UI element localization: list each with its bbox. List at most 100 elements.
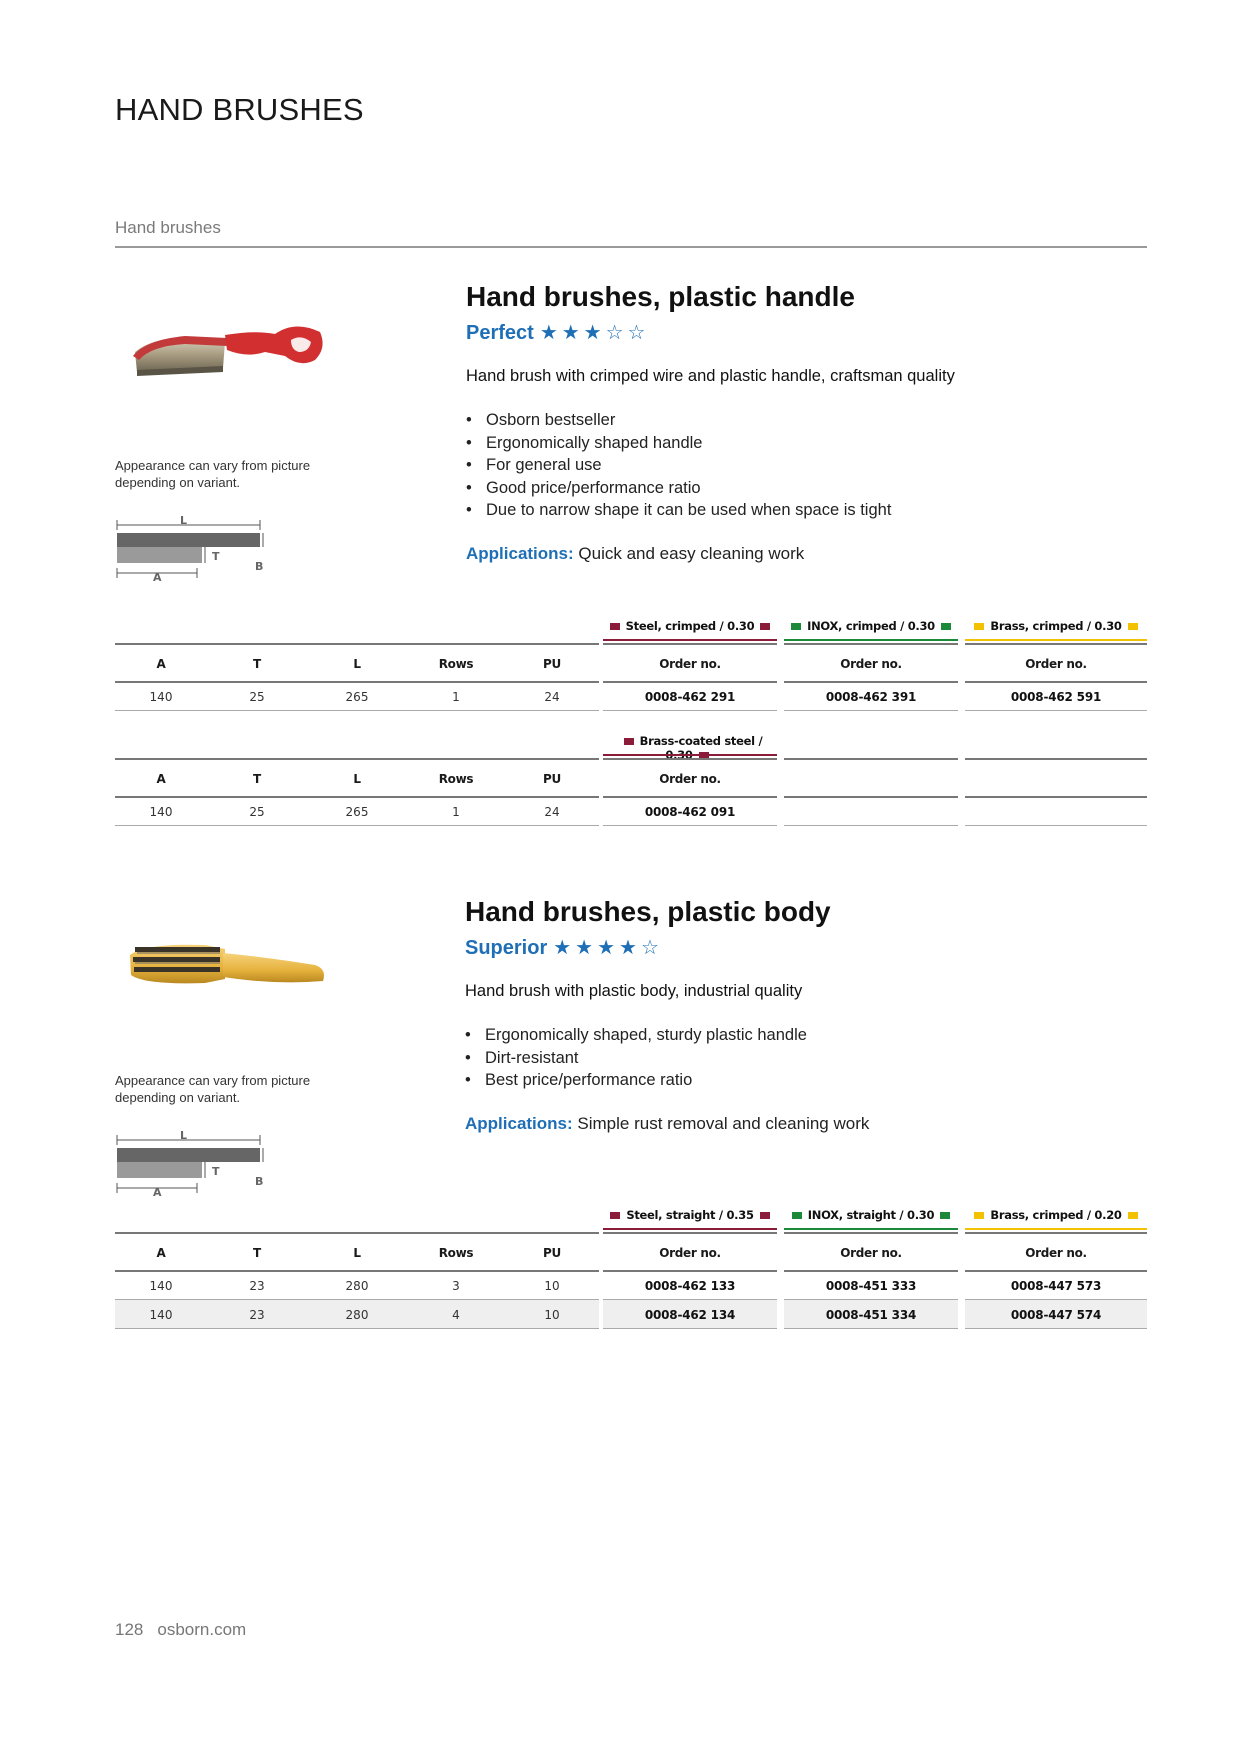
list-item: Dirt-resistant xyxy=(465,1047,807,1070)
column-header: A xyxy=(156,1246,166,1260)
table-cell: 1 xyxy=(452,805,460,819)
variant-header-brass-coated: Brass-coated steel / 0.30 xyxy=(603,734,777,768)
dim-label-l: L xyxy=(180,1130,187,1142)
variant-header-inox: INOX, straight / 0.30 xyxy=(784,1208,958,1228)
table-cell: 265 xyxy=(345,690,369,704)
variant-line xyxy=(603,1228,777,1230)
list-item: Good price/performance ratio xyxy=(466,477,891,500)
order-number: 0008-451 333 xyxy=(825,1279,917,1293)
product-title: Hand brushes, plastic handle xyxy=(466,281,855,312)
order-number: 0008-447 574 xyxy=(1010,1308,1102,1322)
column-header: PU xyxy=(543,1246,561,1260)
column-header: Order no. xyxy=(1025,1246,1087,1260)
variant-line xyxy=(603,754,777,756)
column-header: Rows xyxy=(438,772,474,786)
table-cell: 23 xyxy=(249,1308,265,1322)
dimension-diagram: L T B A xyxy=(116,1130,264,1199)
column-header: PU xyxy=(543,657,561,671)
appearance-note: Appearance can vary from picture dependi… xyxy=(115,1073,311,1105)
dim-label-a: A xyxy=(153,1186,162,1199)
table-cell: 4 xyxy=(452,1308,460,1322)
list-item: For general use xyxy=(466,454,891,477)
applications-text: Simple rust removal and cleaning work xyxy=(577,1114,870,1133)
rating-label: Superior xyxy=(465,937,548,959)
list-item: Due to narrow shape it can be used when … xyxy=(466,499,891,522)
section-divider xyxy=(115,246,1147,248)
table-cell: 24 xyxy=(544,805,560,819)
table-cell: 25 xyxy=(249,690,265,704)
dim-label-t: T xyxy=(212,1165,220,1178)
column-header: Order no. xyxy=(840,1246,902,1260)
table-cell: 3 xyxy=(452,1279,460,1293)
dim-label-b: B xyxy=(255,560,263,573)
dim-label-l: L xyxy=(180,515,187,527)
variant-header-brass: Brass, crimped / 0.20 xyxy=(965,1208,1147,1228)
product-description: Hand brush with plastic body, industrial… xyxy=(465,982,803,1000)
column-header: T xyxy=(253,1246,261,1260)
page-title: HAND BRUSHES xyxy=(115,92,364,127)
column-header: Rows xyxy=(438,657,474,671)
variant-line xyxy=(784,1228,958,1230)
table-cell: 140 xyxy=(149,805,173,819)
page-number: 128 xyxy=(115,1620,144,1639)
table-cell: 140 xyxy=(149,1308,173,1322)
quality-rating: Perfect★★★☆☆ xyxy=(466,320,649,345)
variant-header-steel: Steel, straight / 0.35 xyxy=(603,1208,777,1228)
site-link[interactable]: osborn.com xyxy=(157,1620,247,1639)
variant-line xyxy=(965,1228,1147,1230)
section-label: Hand brushes xyxy=(115,218,221,237)
column-header: A xyxy=(156,772,166,786)
table-cell: 280 xyxy=(345,1279,369,1293)
variant-header-brass: Brass, crimped / 0.30 xyxy=(965,619,1147,639)
table-cell: 140 xyxy=(149,1279,173,1293)
variant-line xyxy=(784,639,958,641)
list-item: Ergonomically shaped handle xyxy=(466,432,891,455)
applications-text: Quick and easy cleaning work xyxy=(578,544,805,563)
feature-list: Osborn bestseller Ergonomically shaped h… xyxy=(466,409,891,522)
dimension-diagram: L T B A xyxy=(116,515,264,584)
column-header: Order no. xyxy=(840,657,902,671)
list-item: Osborn bestseller xyxy=(466,409,891,432)
column-header: Order no. xyxy=(659,772,721,786)
variant-line xyxy=(965,639,1147,641)
product-photo-plastic-body xyxy=(130,944,324,984)
table-cell: 1 xyxy=(452,690,460,704)
product-title: Hand brushes, plastic body xyxy=(465,896,831,927)
column-header: Order no. xyxy=(659,1246,721,1260)
order-number: 0008-462 291 xyxy=(644,690,736,704)
feature-list: Ergonomically shaped, sturdy plastic han… xyxy=(465,1024,807,1092)
variant-header-steel: Steel, crimped / 0.30 xyxy=(603,619,777,639)
variant-header-inox: INOX, crimped / 0.30 xyxy=(784,619,958,639)
table-cell: 10 xyxy=(544,1308,560,1322)
table-cell: 10 xyxy=(544,1279,560,1293)
column-header: PU xyxy=(543,772,561,786)
table-row xyxy=(115,1300,599,1328)
column-header: Order no. xyxy=(1025,657,1087,671)
column-header: Rows xyxy=(438,1246,474,1260)
dim-label-b: B xyxy=(255,1175,263,1188)
order-number: 0008-462 591 xyxy=(1010,690,1102,704)
applications: Applications: Quick and easy cleaning wo… xyxy=(466,544,804,564)
column-header: T xyxy=(253,772,261,786)
table-cell: 24 xyxy=(544,690,560,704)
dim-label-t: T xyxy=(212,550,220,563)
appearance-note: Appearance can vary from picture dependi… xyxy=(115,458,311,490)
table-cell: 280 xyxy=(345,1308,369,1322)
product-description: Hand brush with crimped wire and plastic… xyxy=(466,367,955,385)
order-number: 0008-462 391 xyxy=(825,690,917,704)
quality-rating: Superior★★★★☆ xyxy=(465,935,663,960)
applications: Applications: Simple rust removal and cl… xyxy=(465,1114,869,1134)
order-number: 0008-462 133 xyxy=(644,1279,736,1293)
order-number: 0008-451 334 xyxy=(825,1308,917,1322)
applications-label: Applications: xyxy=(466,544,574,563)
column-header: T xyxy=(253,657,261,671)
column-header: L xyxy=(353,772,361,786)
table-cell: 25 xyxy=(249,805,265,819)
order-number: 0008-462 134 xyxy=(644,1308,736,1322)
page-footer: 128 osborn.com xyxy=(115,1620,260,1640)
product-photo-plastic-handle xyxy=(133,326,323,376)
order-number: 0008-462 091 xyxy=(644,805,736,819)
dim-label-a: A xyxy=(153,571,162,584)
list-item: Best price/performance ratio xyxy=(465,1069,807,1092)
rating-label: Perfect xyxy=(466,322,534,344)
